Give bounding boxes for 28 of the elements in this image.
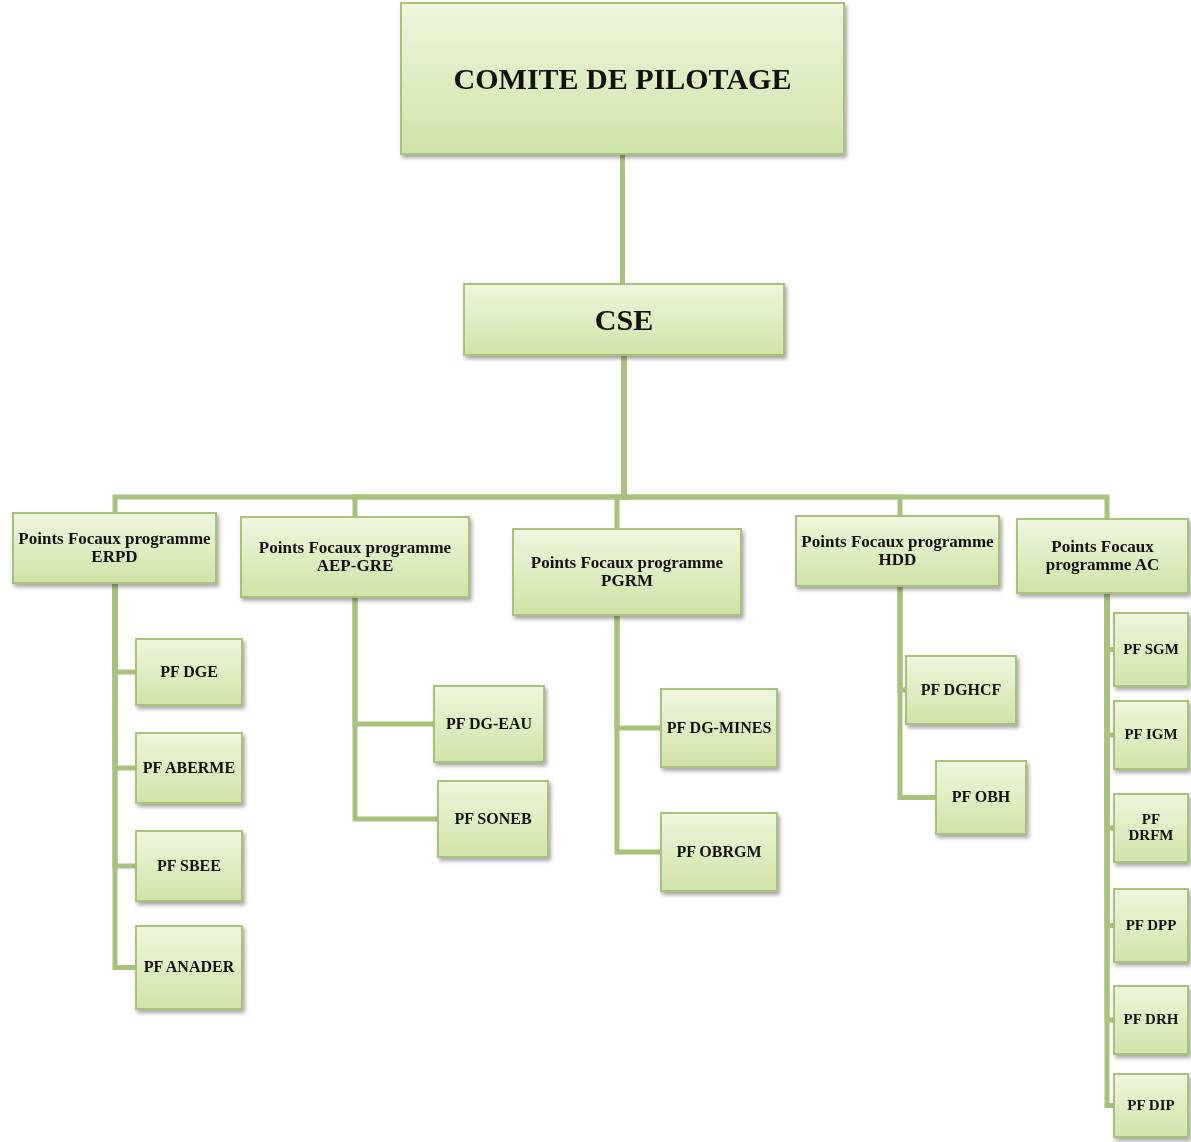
focal-point-box: PF DRH — [1113, 985, 1189, 1055]
connector-line — [112, 584, 135, 970]
focal-point-box: PF DG-EAU — [433, 685, 545, 763]
connector-line — [897, 587, 935, 800]
focal-point-box: PF SBEE — [135, 830, 243, 902]
program-box: Points Focaux programme AC — [1016, 518, 1189, 594]
focal-point-box: PF DG-MINES — [660, 688, 778, 768]
focal-point-box: PF SGM — [1113, 612, 1189, 687]
focal-point-box: PF DGE — [135, 638, 243, 706]
org-box: CSE — [463, 283, 785, 356]
focal-point-box: PF DPP — [1113, 888, 1189, 963]
focal-point-box: PF DGHCF — [905, 655, 1017, 725]
org-box: COMITE DE PILOTAGE — [400, 2, 845, 155]
program-box: Points Focaux programme HDD — [795, 515, 1000, 587]
program-box: Points Focaux programme PGRM — [512, 528, 742, 616]
focal-point-box: PF OBRGM — [660, 812, 778, 892]
focal-point-box: PF SONEB — [437, 780, 549, 858]
connector-line — [620, 155, 625, 283]
connector-line — [352, 598, 437, 822]
program-box: Points Focaux programme ERPD — [12, 512, 217, 584]
focal-point-box: PF ABERME — [135, 732, 243, 804]
focal-point-box: PF OBH — [935, 760, 1027, 835]
focal-point-box: PF IGM — [1113, 700, 1189, 770]
focal-point-box: PF DRFM — [1113, 793, 1189, 863]
connector-line — [614, 616, 660, 855]
focal-point-box: PF DIP — [1113, 1073, 1189, 1138]
focal-point-box: PF ANADER — [135, 925, 243, 1010]
program-box: Points Focaux programme AEP-GRE — [240, 516, 470, 598]
